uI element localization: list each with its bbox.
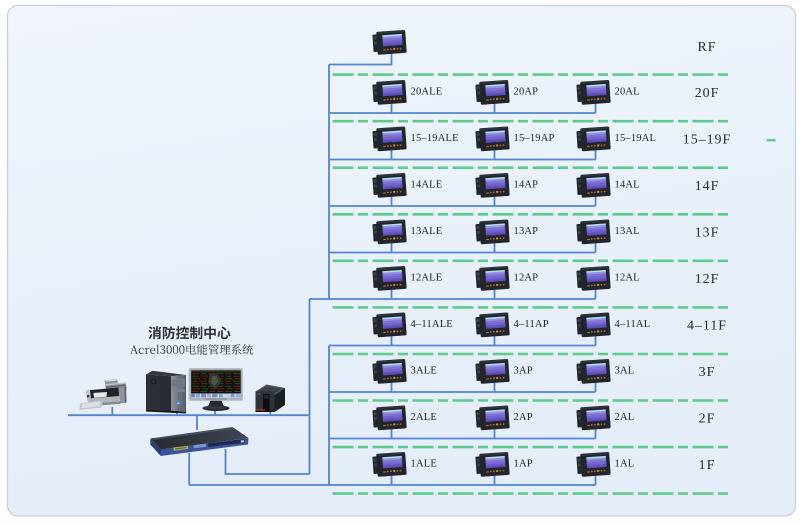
- svg-text:15–19ALE: 15–19ALE: [411, 133, 459, 144]
- svg-text:3F: 3F: [699, 365, 716, 380]
- svg-text:2AL: 2AL: [615, 412, 635, 423]
- svg-text:20AL: 20AL: [615, 86, 640, 97]
- svg-text:12AL: 12AL: [615, 272, 640, 283]
- svg-text:1ALE: 1ALE: [411, 458, 437, 469]
- svg-text:15–19AP: 15–19AP: [514, 133, 555, 144]
- svg-text:13AP: 13AP: [514, 226, 539, 237]
- svg-text:3AL: 3AL: [615, 365, 635, 376]
- svg-text:3AP: 3AP: [514, 365, 533, 376]
- svg-text:RF: RF: [698, 40, 717, 55]
- svg-text:4–11ALE: 4–11ALE: [411, 319, 453, 330]
- svg-text:15–19AL: 15–19AL: [615, 133, 657, 144]
- svg-text:20AP: 20AP: [514, 86, 539, 97]
- svg-text:4–11AL: 4–11AL: [615, 319, 651, 330]
- svg-text:4–11AP: 4–11AP: [514, 319, 549, 330]
- svg-text:1F: 1F: [699, 458, 716, 473]
- svg-text:13AL: 13AL: [615, 226, 640, 237]
- svg-text:20F: 20F: [695, 86, 720, 101]
- svg-text:1AP: 1AP: [514, 458, 533, 469]
- svg-text:4–11F: 4–11F: [687, 318, 727, 333]
- svg-text:3ALE: 3ALE: [411, 365, 437, 376]
- svg-text:2AP: 2AP: [514, 412, 533, 423]
- svg-text:1AL: 1AL: [615, 458, 635, 469]
- svg-text:2ALE: 2ALE: [411, 412, 437, 423]
- svg-text:13ALE: 13ALE: [411, 226, 443, 237]
- svg-text:12ALE: 12ALE: [411, 272, 443, 283]
- svg-text:14ALE: 14ALE: [411, 179, 443, 190]
- svg-text:15–19F: 15–19F: [683, 132, 731, 147]
- svg-text:14F: 14F: [695, 179, 720, 194]
- svg-text:20ALE: 20ALE: [411, 86, 443, 97]
- svg-text:12AP: 12AP: [514, 272, 539, 283]
- svg-text:14AP: 14AP: [514, 179, 539, 190]
- svg-text:14AL: 14AL: [615, 179, 640, 190]
- svg-text:13F: 13F: [695, 225, 720, 240]
- svg-text:2F: 2F: [699, 411, 716, 426]
- svg-text:12F: 12F: [695, 272, 720, 287]
